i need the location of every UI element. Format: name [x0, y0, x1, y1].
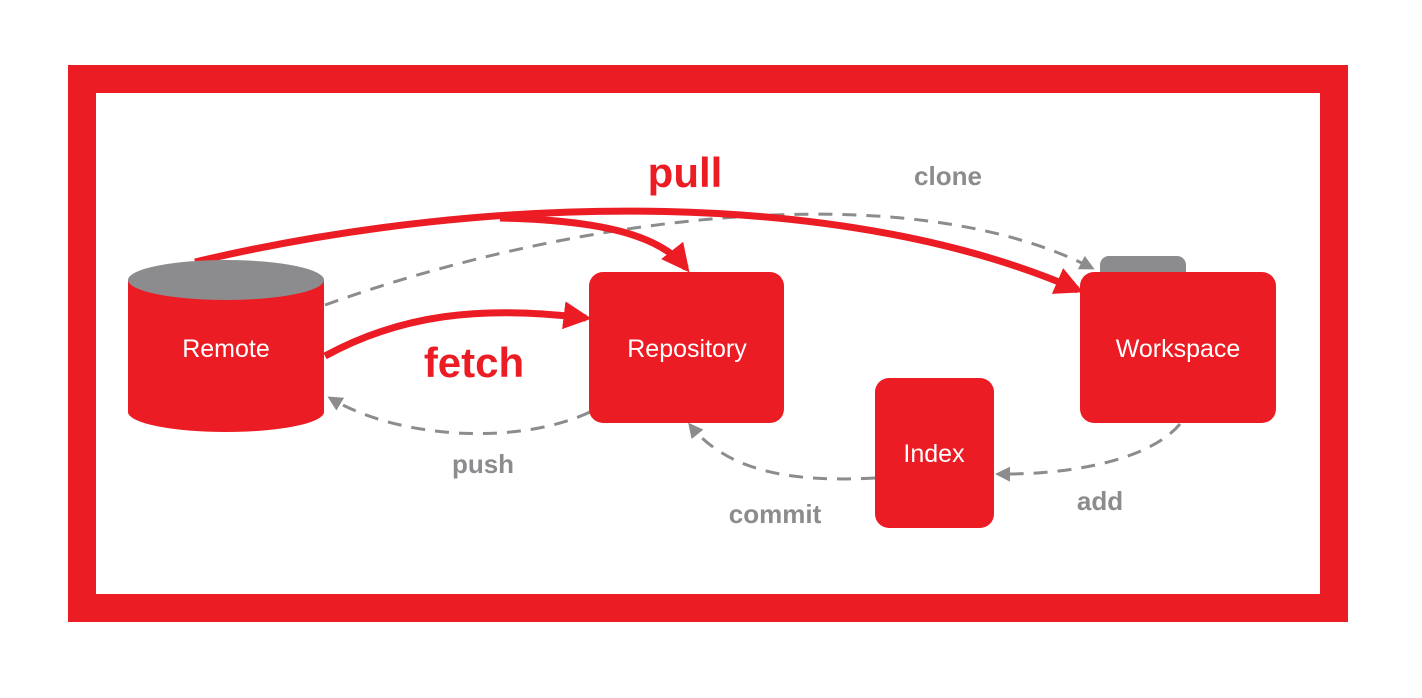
workspace-label: Workspace: [1116, 335, 1241, 363]
remote-label: Remote: [182, 335, 270, 363]
repository-node: Repository: [589, 272, 784, 423]
remote-cylinder-top: [128, 260, 324, 300]
commit-label: commit: [729, 499, 822, 529]
repository-box: [589, 272, 784, 423]
index-label: Index: [903, 440, 965, 468]
repository-label: Repository: [627, 335, 747, 363]
commit-arrow: [688, 422, 876, 481]
workspace-box: [1080, 272, 1276, 423]
index-node: Index: [875, 378, 994, 528]
push-label: push: [452, 449, 514, 479]
clone-label: clone: [914, 161, 982, 191]
remote-cylinder-body: [128, 280, 324, 432]
fetch-arrow: [323, 301, 592, 360]
index-box: [875, 378, 994, 528]
pull-arrow-to-repository: [499, 214, 690, 273]
push-arrow: [327, 396, 591, 436]
remote-node: Remote: [128, 260, 324, 432]
pull-arrow-to-workspace: [194, 207, 1084, 294]
fetch-label: fetch: [424, 339, 524, 386]
add-label: add: [1077, 486, 1123, 516]
pull-label: pull: [648, 149, 723, 196]
clone-arrow: [324, 212, 1095, 307]
workspace-node: Workspace: [1080, 256, 1276, 423]
diagram-frame: [68, 65, 1348, 622]
add-arrow: [995, 423, 1182, 482]
